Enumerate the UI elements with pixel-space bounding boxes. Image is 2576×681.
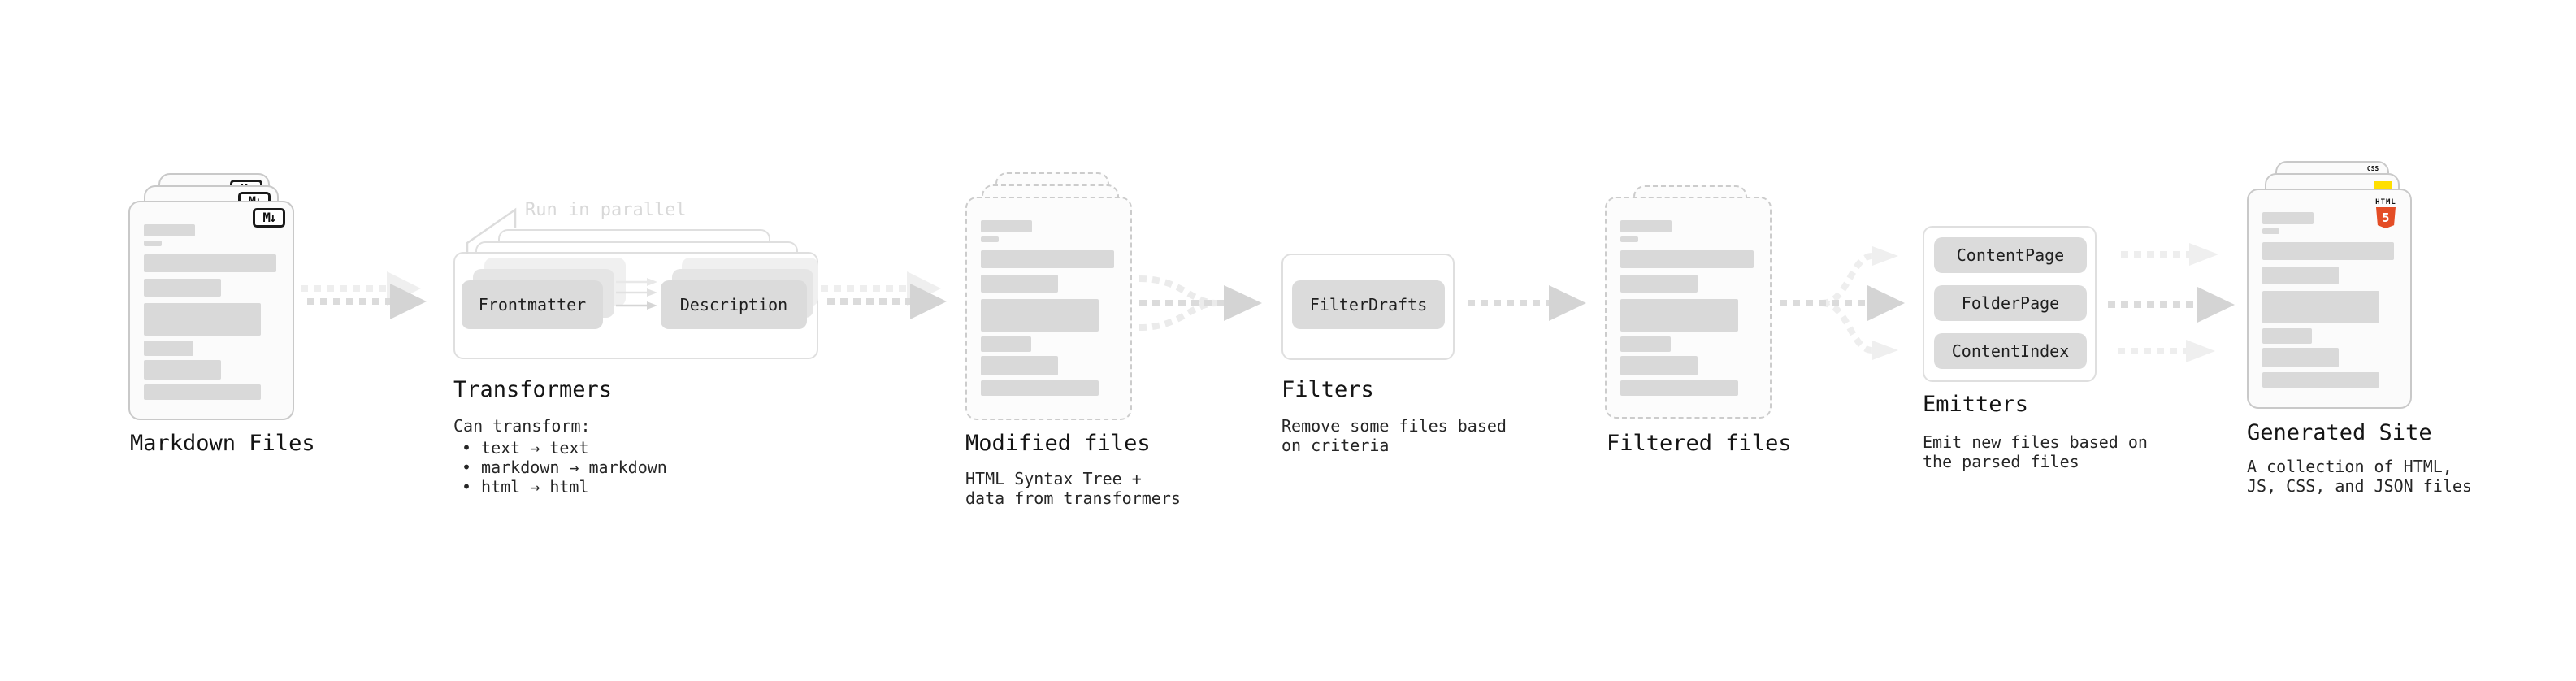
- markdown-icon: M↓: [253, 208, 285, 228]
- filtered-files-label: Filtered files: [1607, 431, 1792, 456]
- contentpage-box: ContentPage: [1934, 237, 2087, 273]
- callout-leader-line-icon: [466, 207, 517, 254]
- arrow-modified-to-filters-icon: [1138, 275, 1262, 331]
- doc-text-placeholder: [967, 198, 1130, 396]
- modified-files-description: HTML Syntax Tree + data from transformer…: [965, 469, 1181, 508]
- filters-description: Remove some files based on criteria: [1281, 416, 1507, 455]
- description-line: HTML Syntax Tree +: [965, 469, 1142, 488]
- arrow-filtered-to-emitters-icon: [1780, 246, 1905, 360]
- doc-text-placeholder: [2249, 190, 2410, 388]
- arrow-emitters-middle-icon: [2108, 287, 2235, 323]
- bullet-text: html → html: [481, 477, 589, 497]
- bullet-marker: •: [462, 438, 472, 458]
- description-line: Emit new files based on: [1923, 432, 2148, 452]
- run-in-parallel-callout: Run in parallel: [525, 200, 687, 220]
- description-line: A collection of HTML,: [2247, 457, 2452, 476]
- description-line: on criteria: [1281, 436, 1390, 455]
- transform-bullet: • html → html: [453, 477, 667, 497]
- can-transform-title: Can transform:: [453, 416, 591, 436]
- emitters-label: Emitters: [1923, 392, 2029, 417]
- arrow-transformers-to-modified-icon: [821, 271, 947, 319]
- description-box: Description: [661, 280, 807, 329]
- modified-files-label: Modified files: [965, 431, 1151, 456]
- arrow-markdown-to-transformers-icon: [301, 271, 427, 319]
- frontmatter-box: Frontmatter: [462, 280, 603, 329]
- generated-site-label: Generated Site: [2247, 420, 2432, 445]
- bullet-text: text → text: [481, 438, 589, 458]
- description-line: Remove some files based: [1281, 416, 1507, 436]
- markdown-doc-front: M↓: [128, 201, 294, 420]
- generated-site-description: A collection of HTML, JS, CSS, and JSON …: [2247, 457, 2472, 496]
- bullet-marker: •: [462, 458, 472, 477]
- description-line: data from transformers: [965, 488, 1181, 508]
- doc-text-placeholder: [1607, 198, 1770, 396]
- transform-bullet: • markdown → markdown: [453, 458, 667, 477]
- emitters-description: Emit new files based on the parsed files: [1923, 432, 2148, 471]
- arrow-emitters-bottom-icon: [2118, 340, 2215, 362]
- transformers-description: Can transform: • text → text • markdown …: [453, 416, 667, 497]
- modified-doc-front: [965, 197, 1132, 420]
- description-line: the parsed files: [1923, 452, 2079, 471]
- doc-text-placeholder: [130, 202, 293, 400]
- bullet-marker: •: [462, 477, 472, 497]
- description-line: JS, CSS, and JSON files: [2247, 476, 2472, 496]
- bullet-text: markdown → markdown: [481, 458, 667, 477]
- transform-bullet: • text → text: [453, 438, 667, 458]
- arrow-emitters-top-icon: [2121, 243, 2218, 266]
- filtered-doc-front: [1605, 197, 1772, 419]
- transformers-label: Transformers: [453, 377, 613, 402]
- filters-label: Filters: [1281, 377, 1374, 402]
- parallel-arrows-icon: [616, 278, 657, 310]
- contentindex-box: ContentIndex: [1934, 333, 2087, 369]
- filterdrafts-box: FilterDrafts: [1292, 280, 1445, 329]
- generated-doc-front: HTML 5: [2247, 189, 2412, 409]
- arrow-filters-to-filtered-icon: [1468, 285, 1586, 321]
- html5-icon: HTML 5: [2371, 198, 2400, 228]
- markdown-files-label: Markdown Files: [130, 431, 315, 456]
- folderpage-box: FolderPage: [1934, 285, 2087, 321]
